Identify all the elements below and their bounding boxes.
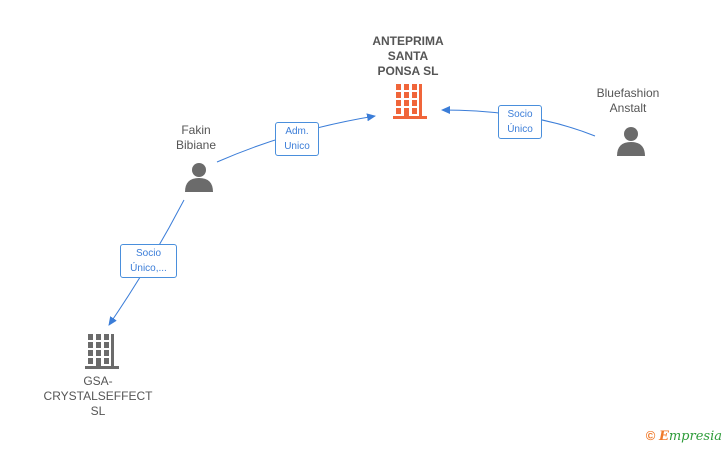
brand-rest: mpresia	[668, 429, 722, 444]
label-line: SL	[90, 404, 106, 418]
edge-label-line: Socio	[507, 109, 533, 120]
label-line: SANTA	[387, 49, 429, 63]
label-line: GSA-	[83, 374, 113, 388]
person-icon[interactable]	[183, 162, 215, 192]
person-icon[interactable]	[615, 126, 647, 156]
edge-label-line: Único,...	[130, 263, 167, 274]
node-label-fakin[interactable]: Fakin Bibiane	[156, 123, 236, 153]
edge-label-line: Socio	[135, 248, 161, 259]
edge-label-line: Adm.	[285, 126, 309, 137]
brand-initial: E	[658, 429, 669, 444]
label-line: ANTEPRIMA	[372, 34, 444, 48]
edge-label-line: Unico	[284, 141, 310, 152]
label-line: Bluefashion	[596, 86, 660, 100]
edge-label-socio-unico[interactable]: Socio Único	[498, 105, 542, 139]
edge-label-adm-unico[interactable]: Adm. Unico	[275, 122, 319, 156]
edge-label-socio-unico-etc[interactable]: Socio Único,...	[120, 244, 177, 278]
label-line: Anstalt	[609, 101, 647, 115]
empresia-logo: © Empresia	[646, 428, 722, 444]
brand-name: Empresia	[659, 429, 722, 444]
building-icon[interactable]	[85, 334, 119, 370]
node-label-anteprima[interactable]: ANTEPRIMA SANTA PONSA SL	[358, 34, 458, 79]
label-line: Bibiane	[175, 138, 217, 152]
edge-label-line: Único	[507, 124, 533, 135]
copyright-symbol: ©	[645, 428, 656, 443]
node-label-bluefashion[interactable]: Bluefashion Anstalt	[588, 86, 668, 116]
label-line: CRYSTALSEFFECT	[43, 389, 153, 403]
label-line: PONSA SL	[377, 64, 439, 78]
node-label-gsa[interactable]: GSA- CRYSTALSEFFECT SL	[43, 374, 153, 419]
label-line: Fakin	[181, 123, 211, 137]
building-icon[interactable]	[393, 84, 427, 120]
